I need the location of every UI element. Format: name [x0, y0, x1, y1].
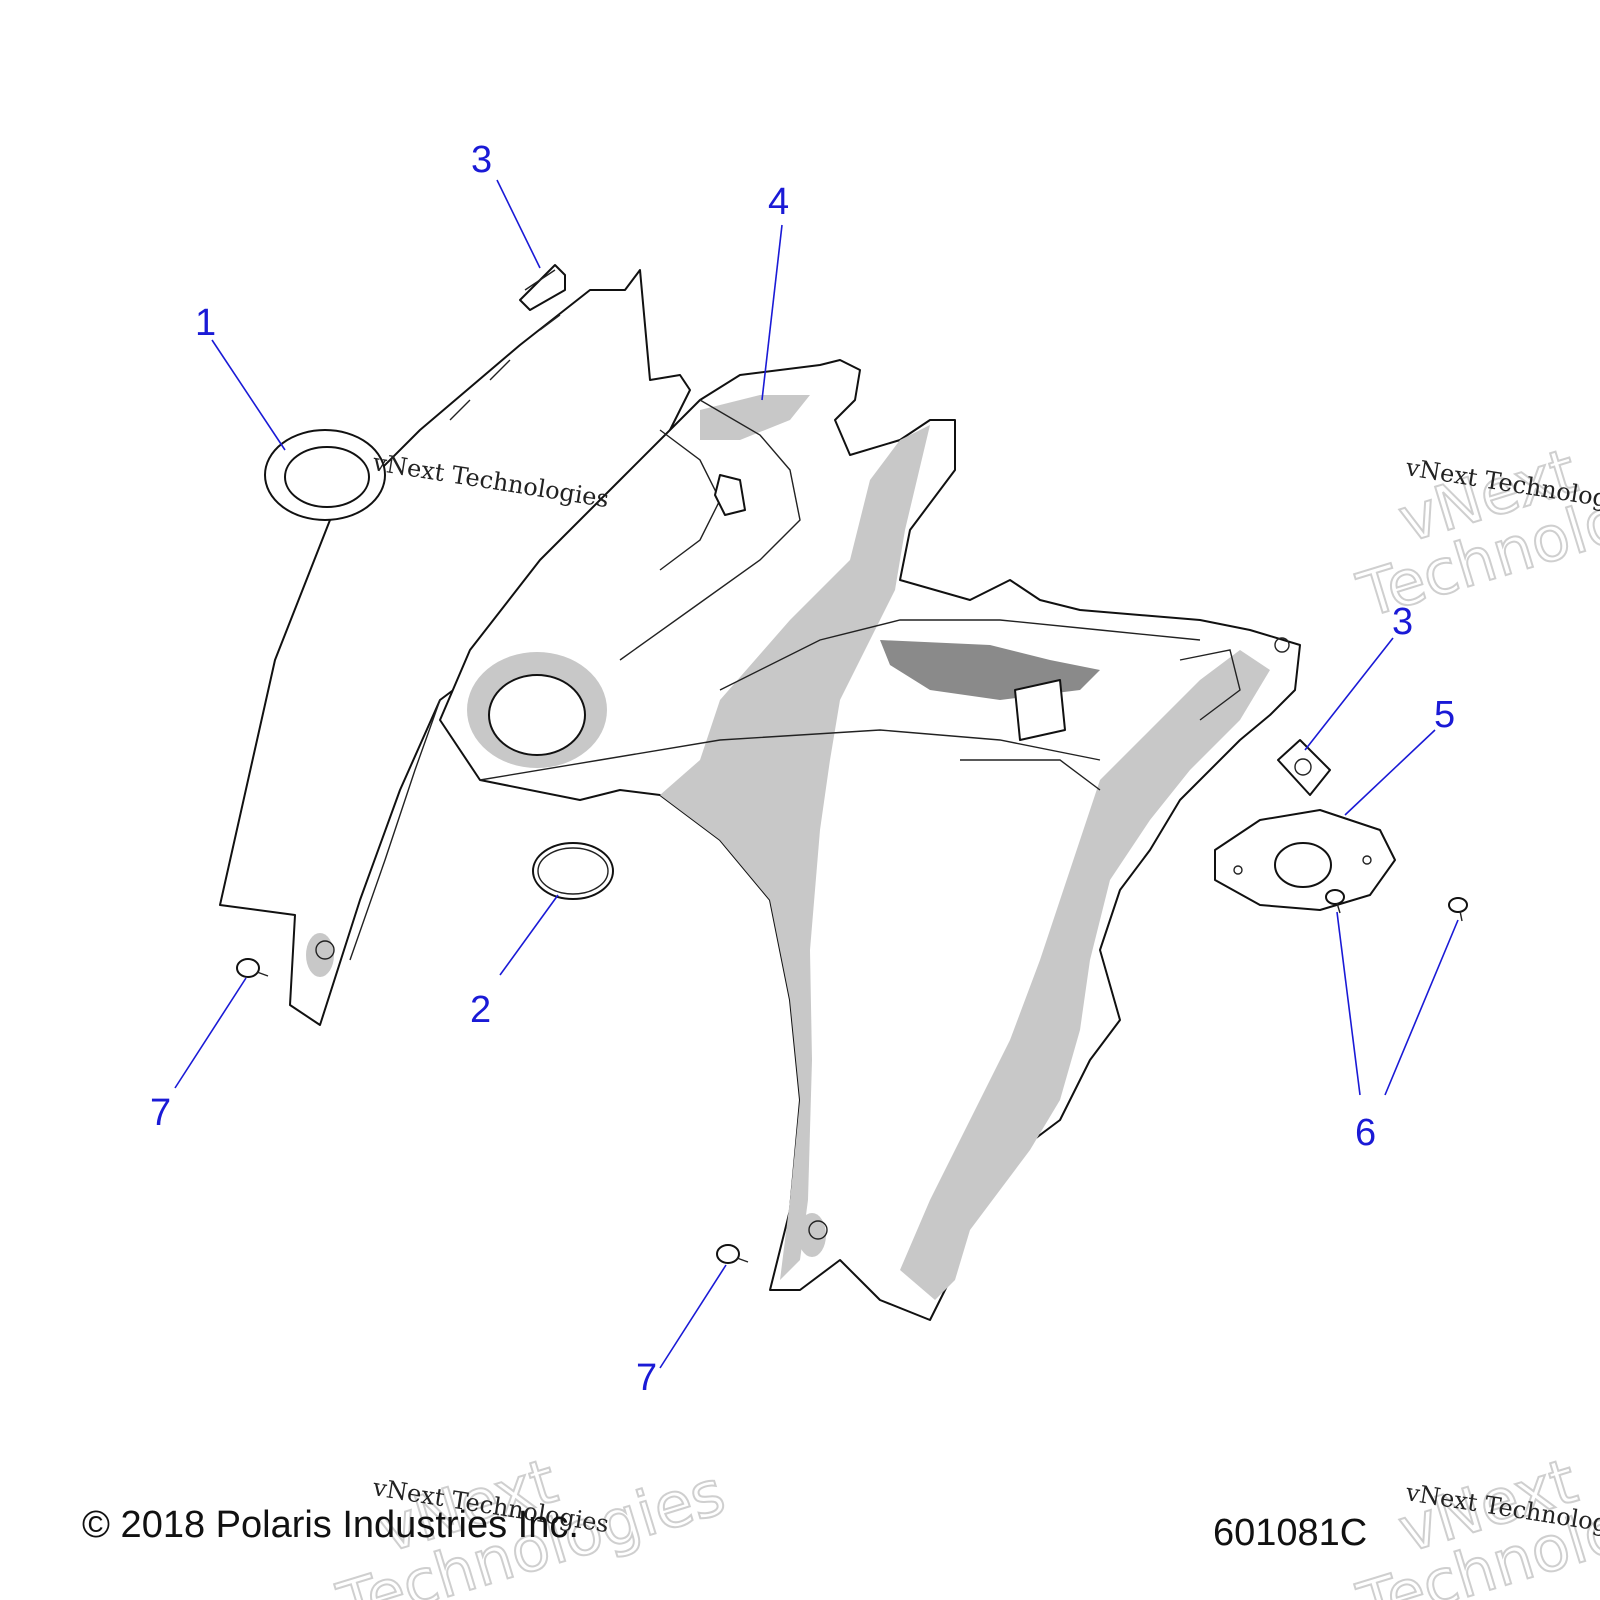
part-1-grommet: [264, 429, 386, 521]
leader-6b: [1384, 919, 1459, 1096]
callout-3-right: 3: [1392, 601, 1413, 643]
leader-7b: [659, 1264, 727, 1369]
leader-7a: [174, 977, 247, 1089]
leader-6a: [1336, 911, 1361, 1096]
callout-4: 4: [768, 181, 789, 223]
left-side-panel: [219, 269, 691, 1026]
callout-5: 5: [1434, 694, 1455, 736]
callout-7-bottom: 7: [636, 1357, 657, 1399]
main-dash-body: [439, 359, 1301, 1321]
figure-number: 601081C: [1213, 1512, 1367, 1554]
leader-3b: [1304, 637, 1394, 751]
leader-lines: [174, 179, 1459, 1369]
callout-2: 2: [470, 989, 491, 1031]
callout-3-top: 3: [471, 139, 492, 181]
leader-4: [761, 224, 783, 401]
part-5-bezel-plate: [1214, 809, 1396, 911]
part-3-clip-top: [519, 264, 566, 311]
part-6-screw-right: [1448, 897, 1468, 922]
callout-7-left: 7: [150, 1092, 171, 1134]
callout-1: 1: [195, 302, 216, 344]
leader-5: [1344, 729, 1436, 816]
leader-2: [499, 894, 559, 976]
copyright-text: © 2018 Polaris Industries Inc.: [82, 1504, 579, 1546]
callout-labels: 1 2 3 3 4 5 6 7 7: [150, 139, 1455, 1399]
leader-3a: [496, 179, 541, 269]
part-7-rivet-bottom: [716, 1244, 749, 1264]
callout-6: 6: [1355, 1112, 1376, 1154]
part-6-screw-left: [1325, 889, 1345, 914]
part-7-rivet-left: [236, 958, 269, 978]
part-3-clip-right: [1277, 739, 1331, 796]
leader-1: [211, 339, 286, 451]
part-2-o-ring: [532, 842, 614, 900]
